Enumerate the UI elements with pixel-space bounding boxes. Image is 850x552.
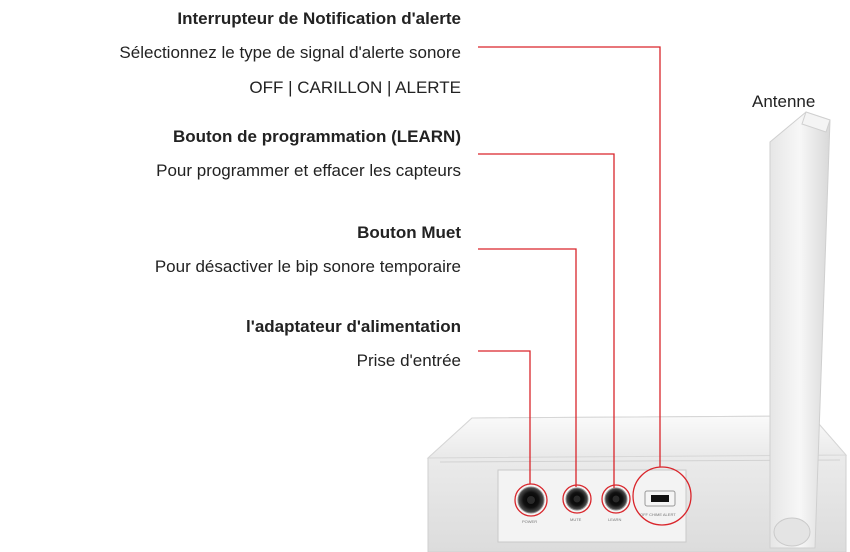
callout-line-power — [478, 350, 531, 484]
alert-switch-desc: Sélectionnez le type de signal d'alerte … — [119, 43, 461, 62]
alert-switch-title: Interrupteur de Notification d'alerte — [177, 9, 461, 28]
alert-switch[interactable] — [644, 490, 676, 507]
power-adapter-desc: Prise d'entrée — [356, 351, 461, 370]
callout-ring-learn — [601, 484, 631, 514]
callout-ring-power — [514, 483, 548, 517]
learn-button-desc: Pour programmer et effacer les capteurs — [156, 161, 461, 180]
mute-button[interactable] — [565, 487, 589, 511]
antenna-label: Antenne — [752, 92, 816, 111]
callout-ring-mute — [562, 484, 592, 514]
power-jack — [517, 486, 545, 514]
mute-button-title: Bouton Muet — [357, 223, 461, 242]
alert-switch-options: OFF | CARILLON | ALERTE — [249, 78, 461, 97]
callout-line-learn — [478, 153, 615, 488]
antenna — [769, 111, 831, 549]
mute-button-desc: Pour désactiver le bip sonore temporaire — [154, 257, 461, 276]
port-label-learn: LEARN — [608, 517, 622, 522]
learn-button-title: Bouton de programmation (LEARN) — [172, 127, 461, 146]
power-adapter-title: l'adaptateur d'alimentation — [246, 317, 461, 336]
callout-line-mute — [478, 248, 577, 487]
callout-line-alert-switch — [478, 46, 661, 467]
learn-button[interactable] — [604, 487, 628, 511]
port-label-power: POWER — [522, 519, 538, 524]
switch-label: OFF CHIME ALERT — [640, 512, 676, 517]
port-label-mute: MUTE — [570, 517, 582, 522]
callout-ring-alert-switch — [632, 466, 692, 526]
